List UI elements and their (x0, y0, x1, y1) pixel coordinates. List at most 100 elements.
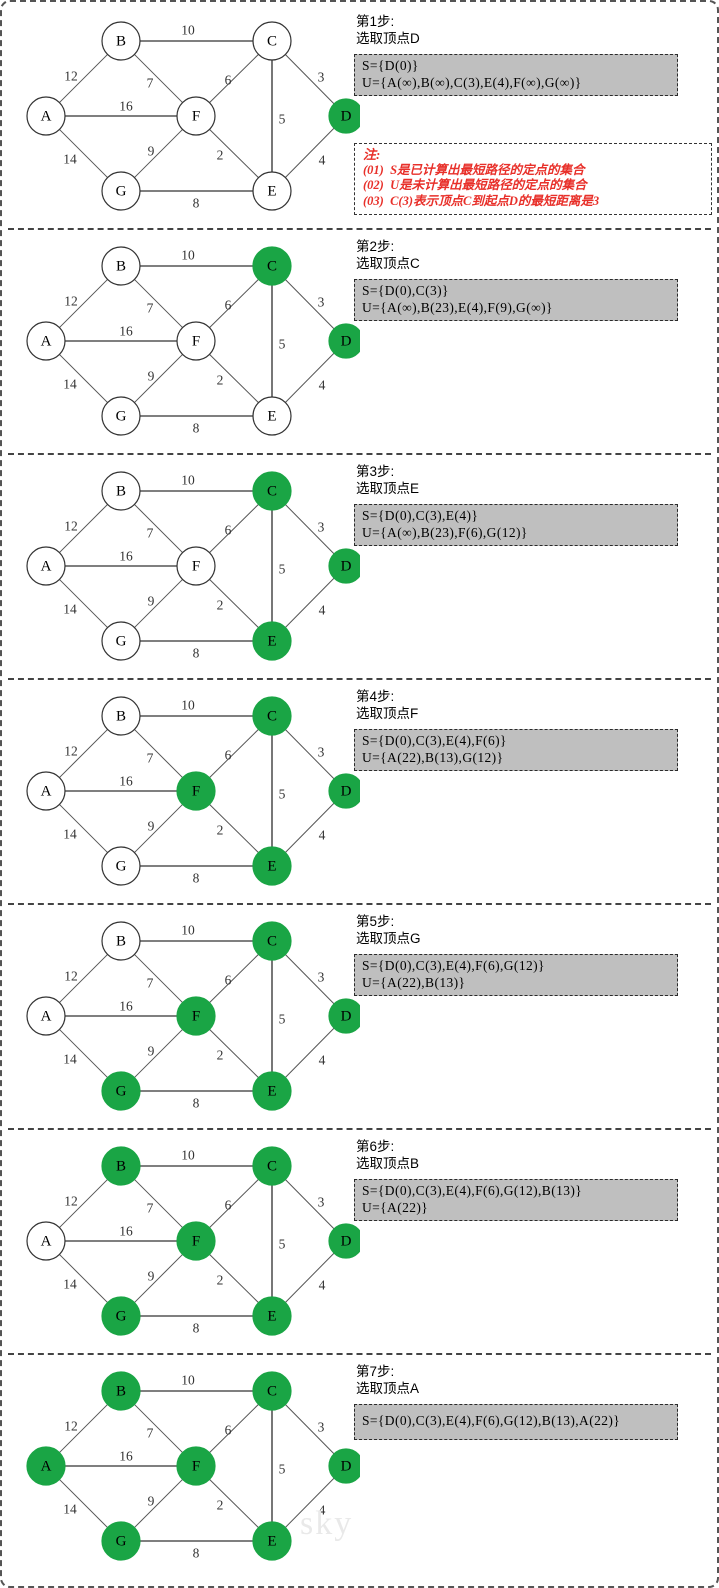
graph-node-D[interactable] (328, 1223, 360, 1259)
edge-weight-A-F: 16 (119, 99, 133, 114)
edge-weight-C-D: 3 (318, 295, 325, 310)
graph-node-label-F: F (192, 784, 200, 800)
graph-node-label-B: B (116, 1159, 126, 1175)
graph-node-B[interactable] (101, 1371, 141, 1411)
graph-node-E[interactable] (252, 396, 292, 436)
graph-node-C[interactable] (252, 696, 292, 736)
graph-node-D[interactable] (328, 1448, 360, 1484)
graph-node-B[interactable] (101, 21, 141, 61)
edge-D-E (284, 352, 335, 403)
graph-node-G[interactable] (101, 621, 141, 661)
edge-weight-C-E: 5 (279, 787, 286, 802)
graph-node-C[interactable] (252, 921, 292, 961)
graph-node-E[interactable] (252, 1071, 292, 1111)
step-title: 第5步: (356, 914, 395, 929)
edge-weight-C-F: 6 (225, 523, 232, 538)
edge-weight-F-G: 9 (148, 1044, 155, 1059)
graph-node-label-D: D (341, 109, 352, 125)
graph-node-C[interactable] (252, 471, 292, 511)
edge-weight-E-F: 2 (217, 598, 224, 613)
graph-node-B[interactable] (101, 696, 141, 736)
edge-B-F (134, 504, 183, 553)
edge-F-G (134, 579, 183, 628)
graph-node-C[interactable] (252, 1371, 292, 1411)
graph-node-F[interactable] (176, 96, 216, 136)
step-subtitle: 选取顶点A (356, 1381, 420, 1396)
panel-divider (8, 228, 711, 230)
graph-node-A[interactable] (26, 1221, 66, 1261)
graph-node-G[interactable] (101, 1296, 141, 1336)
graph-node-F[interactable] (176, 321, 216, 361)
graph-node-G[interactable] (101, 846, 141, 886)
edge-B-F (134, 54, 183, 103)
graph-node-label-C: C (267, 1159, 277, 1175)
set-u-line: U={A(∞),B(∞),C(3),E(4),F(∞),G(∞)} (362, 74, 582, 90)
edge-weight-C-F: 6 (225, 73, 232, 88)
graph-node-D[interactable] (328, 548, 360, 584)
graph-node-B[interactable] (101, 471, 141, 511)
graph-node-E[interactable] (252, 621, 292, 661)
graph-node-A[interactable] (26, 1446, 66, 1486)
graph-node-label-E: E (267, 859, 276, 875)
graph-node-label-E: E (267, 1534, 276, 1550)
graph-node-E[interactable] (252, 846, 292, 886)
edge-weight-E-G: 8 (193, 646, 200, 661)
edge-weight-C-F: 6 (225, 748, 232, 763)
graph-node-A[interactable] (26, 996, 66, 1036)
graph-node-G[interactable] (101, 396, 141, 436)
edge-A-B (59, 1179, 108, 1228)
edge-A-B (59, 54, 108, 103)
graph-node-A[interactable] (26, 321, 66, 361)
graph-node-E[interactable] (252, 171, 292, 211)
graph-node-label-B: B (116, 34, 126, 50)
graph-node-C[interactable] (252, 1146, 292, 1186)
edge-A-G (59, 129, 108, 178)
graph-node-E[interactable] (252, 1521, 292, 1561)
edge-weight-C-E: 5 (279, 337, 286, 352)
edge-weight-D-E: 4 (319, 1503, 326, 1518)
graph-node-G[interactable] (101, 1071, 141, 1111)
edge-weight-E-F: 2 (217, 373, 224, 388)
edge-weight-D-E: 4 (319, 378, 326, 393)
graph-node-D[interactable] (328, 998, 360, 1034)
graph-node-A[interactable] (26, 771, 66, 811)
edge-weight-B-F: 7 (147, 301, 154, 316)
graph-node-label-F: F (192, 109, 200, 125)
edge-weight-E-F: 2 (217, 1498, 224, 1513)
graph-node-F[interactable] (176, 546, 216, 586)
graph-node-label-A: A (41, 334, 52, 350)
graph-node-label-F: F (192, 1234, 200, 1250)
graph-node-G[interactable] (101, 171, 141, 211)
graph-node-B[interactable] (101, 921, 141, 961)
graph-node-F[interactable] (176, 771, 216, 811)
graph-node-label-C: C (267, 259, 277, 275)
graph-node-A[interactable] (26, 96, 66, 136)
edge-D-E (284, 127, 335, 178)
graph-node-B[interactable] (101, 1146, 141, 1186)
graph-node-F[interactable] (176, 996, 216, 1036)
graph-node-label-D: D (341, 1234, 352, 1250)
edge-weight-E-G: 8 (193, 1546, 200, 1561)
graph-node-G[interactable] (101, 1521, 141, 1561)
edge-weight-A-G: 14 (63, 1052, 77, 1067)
graph-node-D[interactable] (328, 323, 360, 359)
graph-node-D[interactable] (328, 98, 360, 134)
graph-node-F[interactable] (176, 1221, 216, 1261)
graph-node-B[interactable] (101, 246, 141, 286)
graph-node-F[interactable] (176, 1446, 216, 1486)
edge-D-E (284, 1027, 335, 1078)
edge-A-G (59, 579, 108, 628)
graph-node-E[interactable] (252, 1296, 292, 1336)
graph-node-A[interactable] (26, 546, 66, 586)
graph-node-C[interactable] (252, 21, 292, 61)
graph-node-D[interactable] (328, 773, 360, 809)
step-title: 第7步: (356, 1364, 395, 1379)
graph-node-label-A: A (41, 1459, 52, 1475)
graph-node-C[interactable] (252, 246, 292, 286)
graph-node-label-C: C (267, 934, 277, 950)
